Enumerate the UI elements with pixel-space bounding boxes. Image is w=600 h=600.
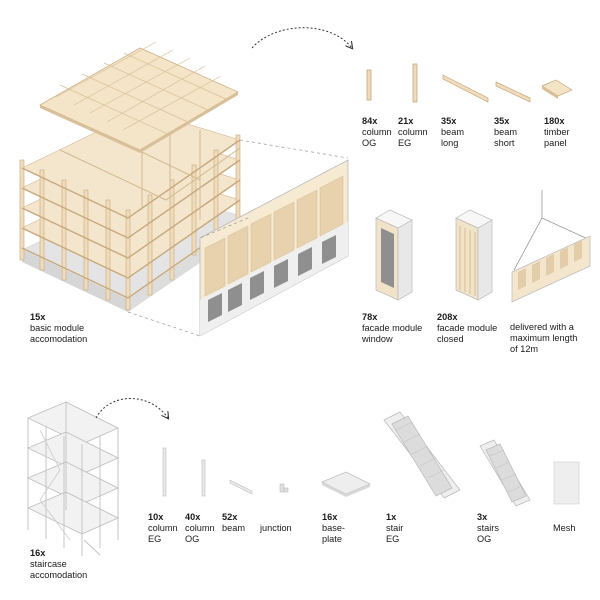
staircase-label: 16x staircase accomodation bbox=[30, 548, 88, 580]
facade-closed-label: 208x facade module closed bbox=[437, 312, 498, 344]
staircase-building bbox=[26, 401, 120, 556]
steel-label-junction: junction bbox=[260, 523, 292, 533]
steel-label-column-og: 40x column OG bbox=[185, 512, 215, 544]
timber-panel-icon bbox=[541, 79, 573, 99]
basic-module-building bbox=[19, 41, 249, 312]
facade-window-label: 78x facade module window bbox=[362, 312, 423, 344]
roof-panels bbox=[39, 41, 239, 153]
steel-label-stair-eg: 1x stair EG bbox=[386, 512, 404, 544]
staircase-count: 16x bbox=[30, 548, 46, 558]
steel-label-baseplate: 16x base- plate bbox=[322, 512, 345, 544]
floor-slabs bbox=[21, 109, 241, 279]
column-og-icon bbox=[366, 69, 372, 101]
steel-label-column-eg: 10x column EG bbox=[148, 512, 178, 544]
timber-columns bbox=[19, 134, 241, 311]
part-label-timber-panel: 180x timber panel bbox=[544, 116, 570, 148]
mesh-icon bbox=[553, 461, 580, 505]
stairs-og-icon bbox=[479, 439, 531, 507]
junction-icon bbox=[279, 483, 289, 493]
beam-long-icon bbox=[442, 74, 489, 103]
baseplate-icon bbox=[321, 471, 371, 497]
delivery-note: delivered with a maximum length of 12m bbox=[510, 322, 578, 354]
stair-eg-icon bbox=[383, 411, 461, 499]
column-eg-icon bbox=[412, 63, 418, 103]
steel-column-eg-icon bbox=[162, 447, 167, 497]
part-label-beam-long: 35x beam long bbox=[441, 116, 464, 148]
steel-beam-icon bbox=[229, 479, 253, 495]
steel-label-beam: 52x beam bbox=[222, 512, 245, 533]
assembly-arrow-top bbox=[251, 27, 352, 48]
steel-column-og-icon bbox=[201, 459, 206, 497]
facade-closed-icon bbox=[455, 209, 493, 301]
facade-panel bbox=[127, 139, 349, 337]
basic-module-line2: accomodation bbox=[30, 334, 88, 344]
steel-label-stairs-og: 3x stairs OG bbox=[477, 512, 499, 544]
basic-module-count: 15x bbox=[30, 312, 46, 322]
basic-module-line1: basic module bbox=[30, 323, 85, 333]
basic-module-label: 15x basic module accomodation bbox=[30, 312, 87, 345]
steel-label-mesh: Mesh bbox=[553, 523, 576, 533]
delivery-crane-icon bbox=[511, 190, 591, 303]
assembly-arrow-bottom bbox=[95, 398, 168, 419]
part-label-beam-short: 35x beam short bbox=[494, 116, 517, 148]
facade-window-icon bbox=[375, 209, 413, 301]
beam-short-icon bbox=[495, 81, 531, 103]
part-label-column-eg: 21x column EG bbox=[398, 116, 428, 148]
part-label-column-og: 84x column OG bbox=[362, 116, 392, 148]
